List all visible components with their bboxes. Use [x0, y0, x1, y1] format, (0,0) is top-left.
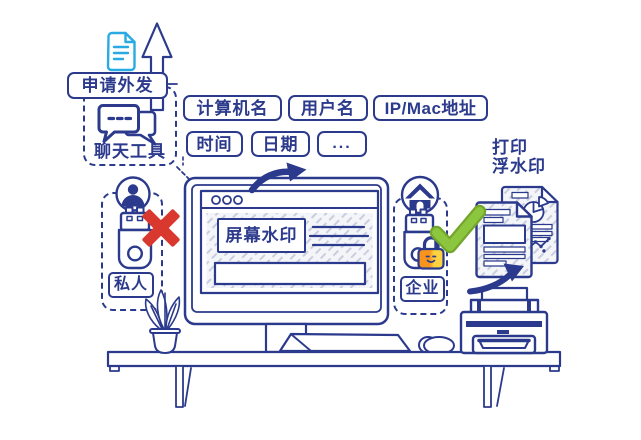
chat-tool-label: 聊天工具 [83, 141, 177, 161]
watermark-field-tag: ... [317, 131, 367, 157]
private-text: 私人 [113, 276, 148, 293]
screen-watermark-label: 屏幕水印 [217, 218, 306, 253]
field-user-name: 用户名 [301, 98, 355, 118]
apply-outgoing-label: 申请外发 [67, 72, 168, 99]
desk-icon [106, 350, 562, 408]
enterprise-label: 企业 [400, 276, 445, 302]
watermarked-pages-icon [475, 185, 559, 279]
watermark-field-tag: 用户名 [288, 95, 368, 121]
mouse-icon [418, 336, 455, 355]
plant-icon [144, 289, 181, 354]
enterprise-text: 企业 [405, 280, 440, 297]
print-text-line2: 浮水印 [492, 157, 546, 176]
private-label: 私人 [108, 272, 154, 298]
field-time: 时间 [196, 134, 233, 154]
home-icon [400, 175, 440, 215]
user-icon [115, 176, 151, 212]
apply-outgoing-text: 申请外发 [81, 76, 154, 95]
connector-dashes [166, 83, 192, 182]
screen-watermark-text: 屏幕水印 [225, 226, 298, 245]
check-icon [429, 204, 487, 254]
watermark-field-tag: 计算机名 [183, 95, 282, 121]
chat-bubbles-icon [97, 104, 157, 146]
field-date: 日期 [262, 134, 299, 154]
field-ip-mac: IP/Mac地址 [384, 98, 477, 118]
printer-icon [459, 286, 549, 355]
curved-arrow-bottom-icon [467, 263, 524, 295]
field-computer-name: 计算机名 [196, 98, 269, 118]
document-icon [106, 31, 136, 72]
curved-arrow-top-icon [248, 162, 307, 194]
print-watermark-label: 打印 浮水印 [492, 138, 554, 178]
watermark-field-tag: IP/Mac地址 [373, 95, 488, 121]
padlock-icon [417, 236, 445, 270]
print-text-line1: 打印 [492, 138, 528, 157]
watermark-field-tag: 时间 [186, 131, 243, 157]
field-more: ... [332, 135, 352, 152]
chat-tool-text: 聊天工具 [94, 141, 166, 161]
arrow-up-icon [141, 22, 173, 112]
cross-icon [142, 209, 180, 247]
keyboard-icon [278, 332, 412, 353]
watermark-field-tag: 日期 [251, 131, 310, 157]
